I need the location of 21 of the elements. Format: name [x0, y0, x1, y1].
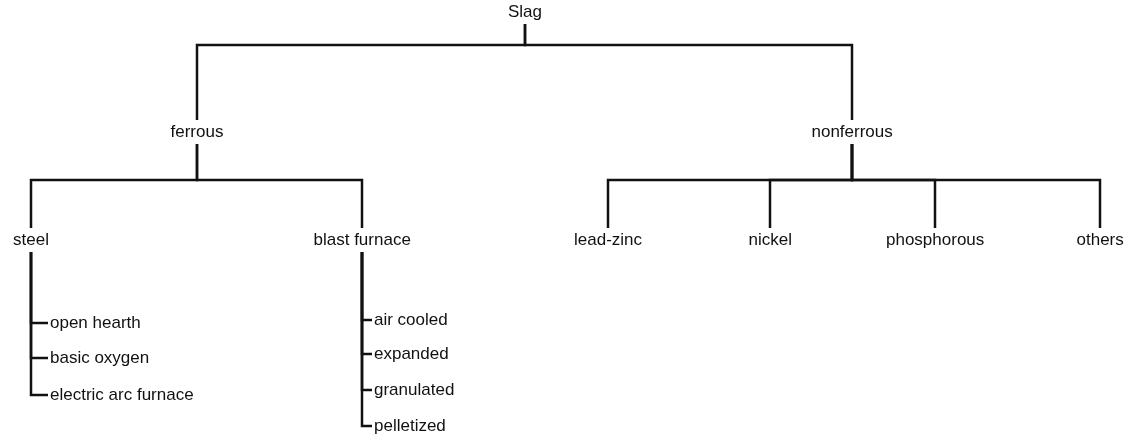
category-label: electric arc furnace [48, 385, 196, 405]
category-label: nickel [746, 230, 794, 250]
category-label: pelletized [372, 416, 448, 436]
tree-connector [29, 252, 48, 397]
category-label: air cooled [372, 310, 450, 330]
category-label: expanded [372, 344, 451, 364]
category-label: phosphorous [884, 230, 987, 250]
category-label: ferrous [168, 122, 226, 142]
category-label: granulated [372, 380, 457, 400]
category-label: open hearth [48, 313, 143, 333]
tree-connector [195, 144, 364, 228]
category-label: lead-zinc [572, 230, 645, 250]
tree-connector [523, 24, 854, 120]
category-label: Slag [506, 2, 545, 22]
category-label: nonferrous [809, 122, 895, 142]
tree-connector [360, 252, 372, 428]
category-label: basic oxygen [48, 348, 152, 368]
category-label: blast furnace [311, 230, 413, 250]
category-label: steel [11, 230, 51, 250]
category-label: others [1074, 230, 1126, 250]
tree-connector [850, 144, 1102, 228]
